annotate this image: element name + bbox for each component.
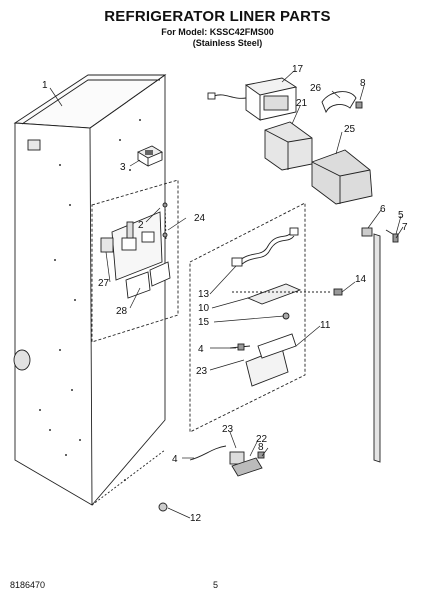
- part-3-bracket: [137, 145, 163, 167]
- callout-12: 12: [190, 513, 202, 524]
- callout-6: 6: [380, 204, 386, 215]
- document-number: 8186470: [10, 580, 46, 590]
- part-26-clip: [321, 91, 363, 114]
- callout-4-lower: 4: [172, 454, 178, 465]
- part-7-rail: [361, 227, 399, 463]
- part-25-cover: [311, 149, 373, 205]
- subassembly-box-upper: [91, 179, 179, 343]
- callout-8-upper: 8: [360, 78, 366, 89]
- liner-cabinet: [13, 74, 167, 506]
- callout-7: 7: [402, 222, 408, 233]
- callout-13: 13: [198, 289, 210, 300]
- callout-26: 26: [310, 83, 322, 94]
- callout-17: 17: [292, 64, 304, 75]
- part-10-plate: [246, 283, 302, 305]
- callout-4-upper: 4: [198, 344, 204, 355]
- page-number: 5: [213, 580, 219, 590]
- part-21-cover: [264, 121, 313, 171]
- callout-10: 10: [198, 303, 210, 314]
- callout-21: 21: [296, 98, 308, 109]
- callout-labels: 1 2 3 4 4 5 6 7 8 8 10 11 12 13 14 15 17…: [42, 64, 408, 524]
- callout-22: 22: [256, 434, 268, 445]
- callout-27: 27: [98, 278, 110, 289]
- callout-1: 1: [42, 80, 48, 91]
- callout-8-lower: 8: [258, 442, 264, 453]
- part-12-nut: [158, 502, 168, 512]
- finish-line: (Stainless Steel): [192, 38, 263, 48]
- callout-14: 14: [355, 274, 367, 285]
- callout-24: 24: [194, 213, 206, 224]
- callout-2: 2: [138, 220, 144, 231]
- callout-11: 11: [320, 320, 331, 331]
- part-11-housing: [245, 333, 297, 387]
- callout-5: 5: [398, 210, 404, 221]
- callout-23-lower: 23: [222, 424, 234, 435]
- callout-28: 28: [116, 306, 128, 317]
- model-line: For Model: KSSC42FMS00: [161, 27, 274, 37]
- callout-15: 15: [198, 317, 210, 328]
- diagram-title: REFRIGERATOR LINER PARTS: [104, 8, 331, 25]
- callout-3: 3: [120, 162, 126, 173]
- wire-harness-13: [231, 227, 299, 267]
- control-panel-bracket: [100, 202, 171, 299]
- callout-25: 25: [344, 124, 356, 135]
- leader-lines: [49, 70, 404, 519]
- subassembly-box-lower: [189, 202, 306, 433]
- part-17-module: [207, 77, 298, 121]
- callout-23-upper: 23: [196, 366, 208, 377]
- lower-switch-parts: [189, 445, 265, 477]
